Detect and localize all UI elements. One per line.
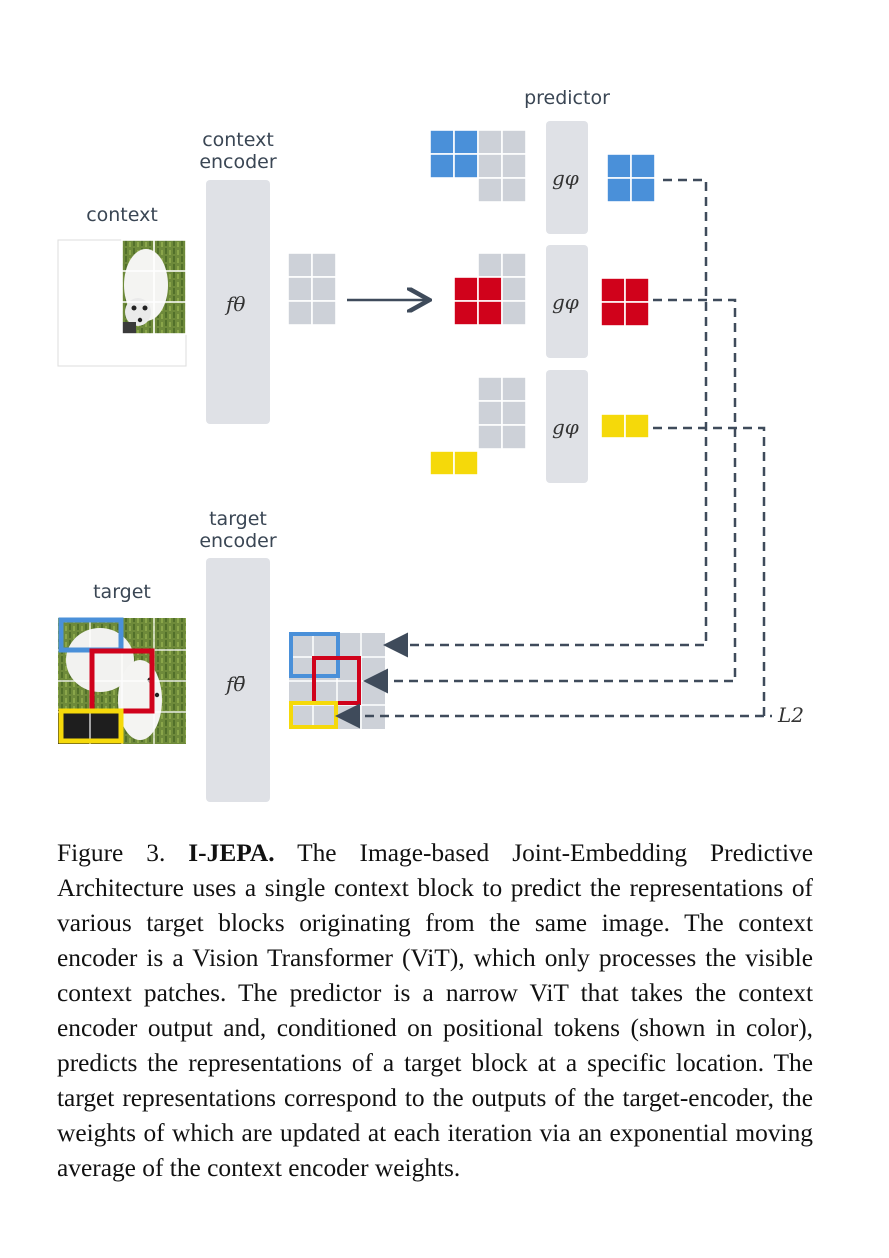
target-image (58, 617, 186, 744)
predictor-block-1 (546, 121, 588, 234)
predictor-input-3 (429, 376, 527, 476)
predictor-output-blue (606, 153, 656, 203)
target-encoder-label: target encoder (199, 508, 277, 552)
context-image (57, 239, 187, 367)
context-label: context (86, 204, 158, 226)
i-jepa-diagram: predictor context encoder context target… (57, 87, 805, 802)
caption-text: The Image-based Joint-Embedding Predicti… (57, 839, 813, 1182)
predictor-input-1 (429, 129, 527, 203)
predictor-block-2 (546, 245, 588, 358)
l2-loss-label: L2 (778, 703, 805, 727)
predictor-label: predictor (524, 87, 610, 109)
predictor-symbol-2: gφ (552, 290, 579, 314)
target-encoder-block (206, 558, 270, 802)
target-encoder-symbol: fθ̄ (226, 672, 246, 696)
figure-caption: Figure 3. I-JEPA. The Image-based Joint-… (57, 836, 813, 1186)
target-label: target (93, 581, 151, 603)
l2-dashed-connections (335, 178, 772, 729)
predictor-block-3 (546, 370, 588, 483)
context-encoder-label: context encoder (199, 129, 277, 173)
caption-prefix: Figure 3. (57, 839, 166, 867)
predictor-output-red (600, 277, 650, 327)
caption-title: I-JEPA. (188, 839, 275, 867)
context-encoder-output (287, 252, 337, 326)
predictor-symbol-1: gφ (552, 166, 579, 190)
diagram-graphics (57, 129, 772, 744)
predictor-output-yellow (600, 413, 650, 439)
predictor-symbol-3: gφ (552, 415, 579, 439)
context-encoder-block (206, 180, 270, 424)
predictor-input-2 (453, 252, 527, 326)
context-encoder-symbol: fθ (226, 292, 246, 316)
